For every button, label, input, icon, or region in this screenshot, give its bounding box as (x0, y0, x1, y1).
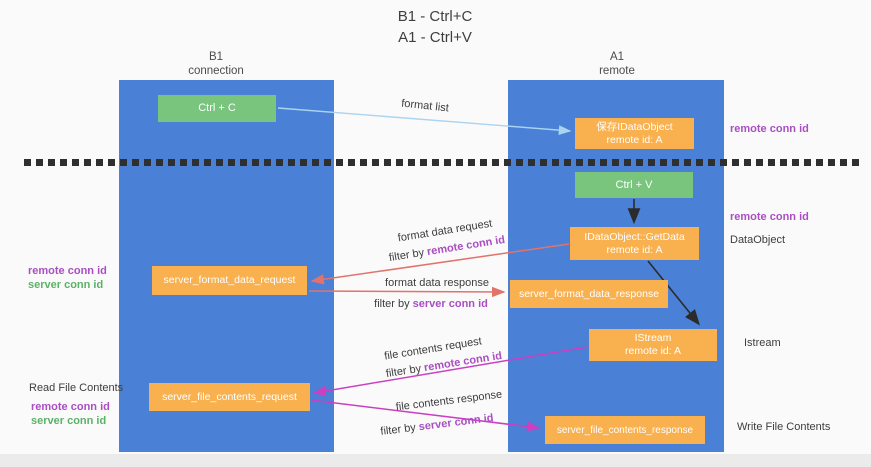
diagram-title: B1 - Ctrl+C A1 - Ctrl+V (305, 6, 565, 48)
label-istream: Istream (744, 337, 781, 349)
label-filter-by-server-conn-id: filter by server conn id (374, 298, 488, 310)
filter-by-text: filter by (374, 298, 410, 310)
istream-line1: IStream (634, 332, 672, 344)
label-remote-conn-id: remote conn id (730, 211, 809, 223)
istream-line2: remote id: A (624, 345, 682, 357)
getdata-line1: IDataObject::GetData (584, 230, 685, 243)
node-ctrl-v: Ctrl + V (575, 172, 693, 198)
node-server-file-contents-request: server_file_contents_request (149, 383, 310, 411)
node-server-format-data-response: server_format_data_response (510, 280, 668, 308)
ctrl-v-label: Ctrl + V (615, 178, 653, 191)
label-remote-conn-id: remote conn id (28, 265, 107, 277)
label-remote-conn-id: remote conn id (31, 401, 110, 413)
save-dataobject-line2: remote id: A (606, 133, 663, 146)
format-response-label: server_format_data_response (518, 287, 660, 300)
label-dataobject: DataObject (730, 234, 786, 246)
server-conn-id-text: server conn id (412, 298, 488, 310)
label-format-data-response: format data response (385, 277, 489, 289)
label-format-list: format list (400, 97, 450, 115)
title-line-2: A1 - Ctrl+V (398, 29, 472, 46)
label-server-conn-id: server conn id (31, 415, 107, 427)
column-a1-role: remote (599, 65, 635, 77)
node-ctrl-c: Ctrl + C (158, 95, 276, 122)
arrow-format-data-response (308, 286, 506, 298)
ctrl-c-label: Ctrl + C (198, 102, 236, 114)
server-conn-id-text: server conn id (418, 412, 495, 434)
node-server-file-contents-response: server_file_contents_response (545, 416, 705, 444)
column-a1-name: A1 (609, 51, 625, 63)
column-header-b1: B1 connection (151, 50, 281, 78)
label-remote-conn-id: remote conn id (730, 123, 809, 135)
node-istream: IStream remote id: A (589, 329, 717, 361)
label-filter-by-server-conn-id: filter by server conn id (380, 412, 494, 438)
file-request-label: server_file_contents_request (162, 390, 297, 403)
label-read-file-contents: Read File Contents (29, 382, 124, 394)
title-line-1: B1 - Ctrl+C (397, 8, 473, 25)
column-b1-name: B1 (208, 51, 224, 63)
node-idataobject-getdata: IDataObject::GetData remote id: A (570, 227, 699, 260)
label-file-contents-response: file contents response (395, 388, 503, 414)
filter-by-text: filter by (385, 362, 423, 381)
node-server-format-data-request: server_format_data_request (152, 266, 307, 295)
column-b1-role: connection (188, 65, 244, 77)
node-save-dataobject: 保存IDataObject remote id: A (575, 118, 694, 149)
format-request-label: server_format_data_request (163, 274, 296, 286)
filter-by-text: filter by (379, 421, 417, 438)
getdata-line2: remote id: A (606, 243, 663, 256)
save-dataobject-line1: 保存IDataObject (596, 120, 673, 133)
filter-by-text: filter by (388, 246, 426, 265)
copy-paste-separator-line (24, 159, 862, 166)
file-response-label: server_file_contents_response (556, 424, 694, 436)
column-header-a1: A1 remote (552, 50, 682, 78)
label-write-file-contents: Write File Contents (737, 421, 831, 433)
bottom-strip (0, 454, 871, 467)
label-server-conn-id: server conn id (28, 279, 104, 291)
